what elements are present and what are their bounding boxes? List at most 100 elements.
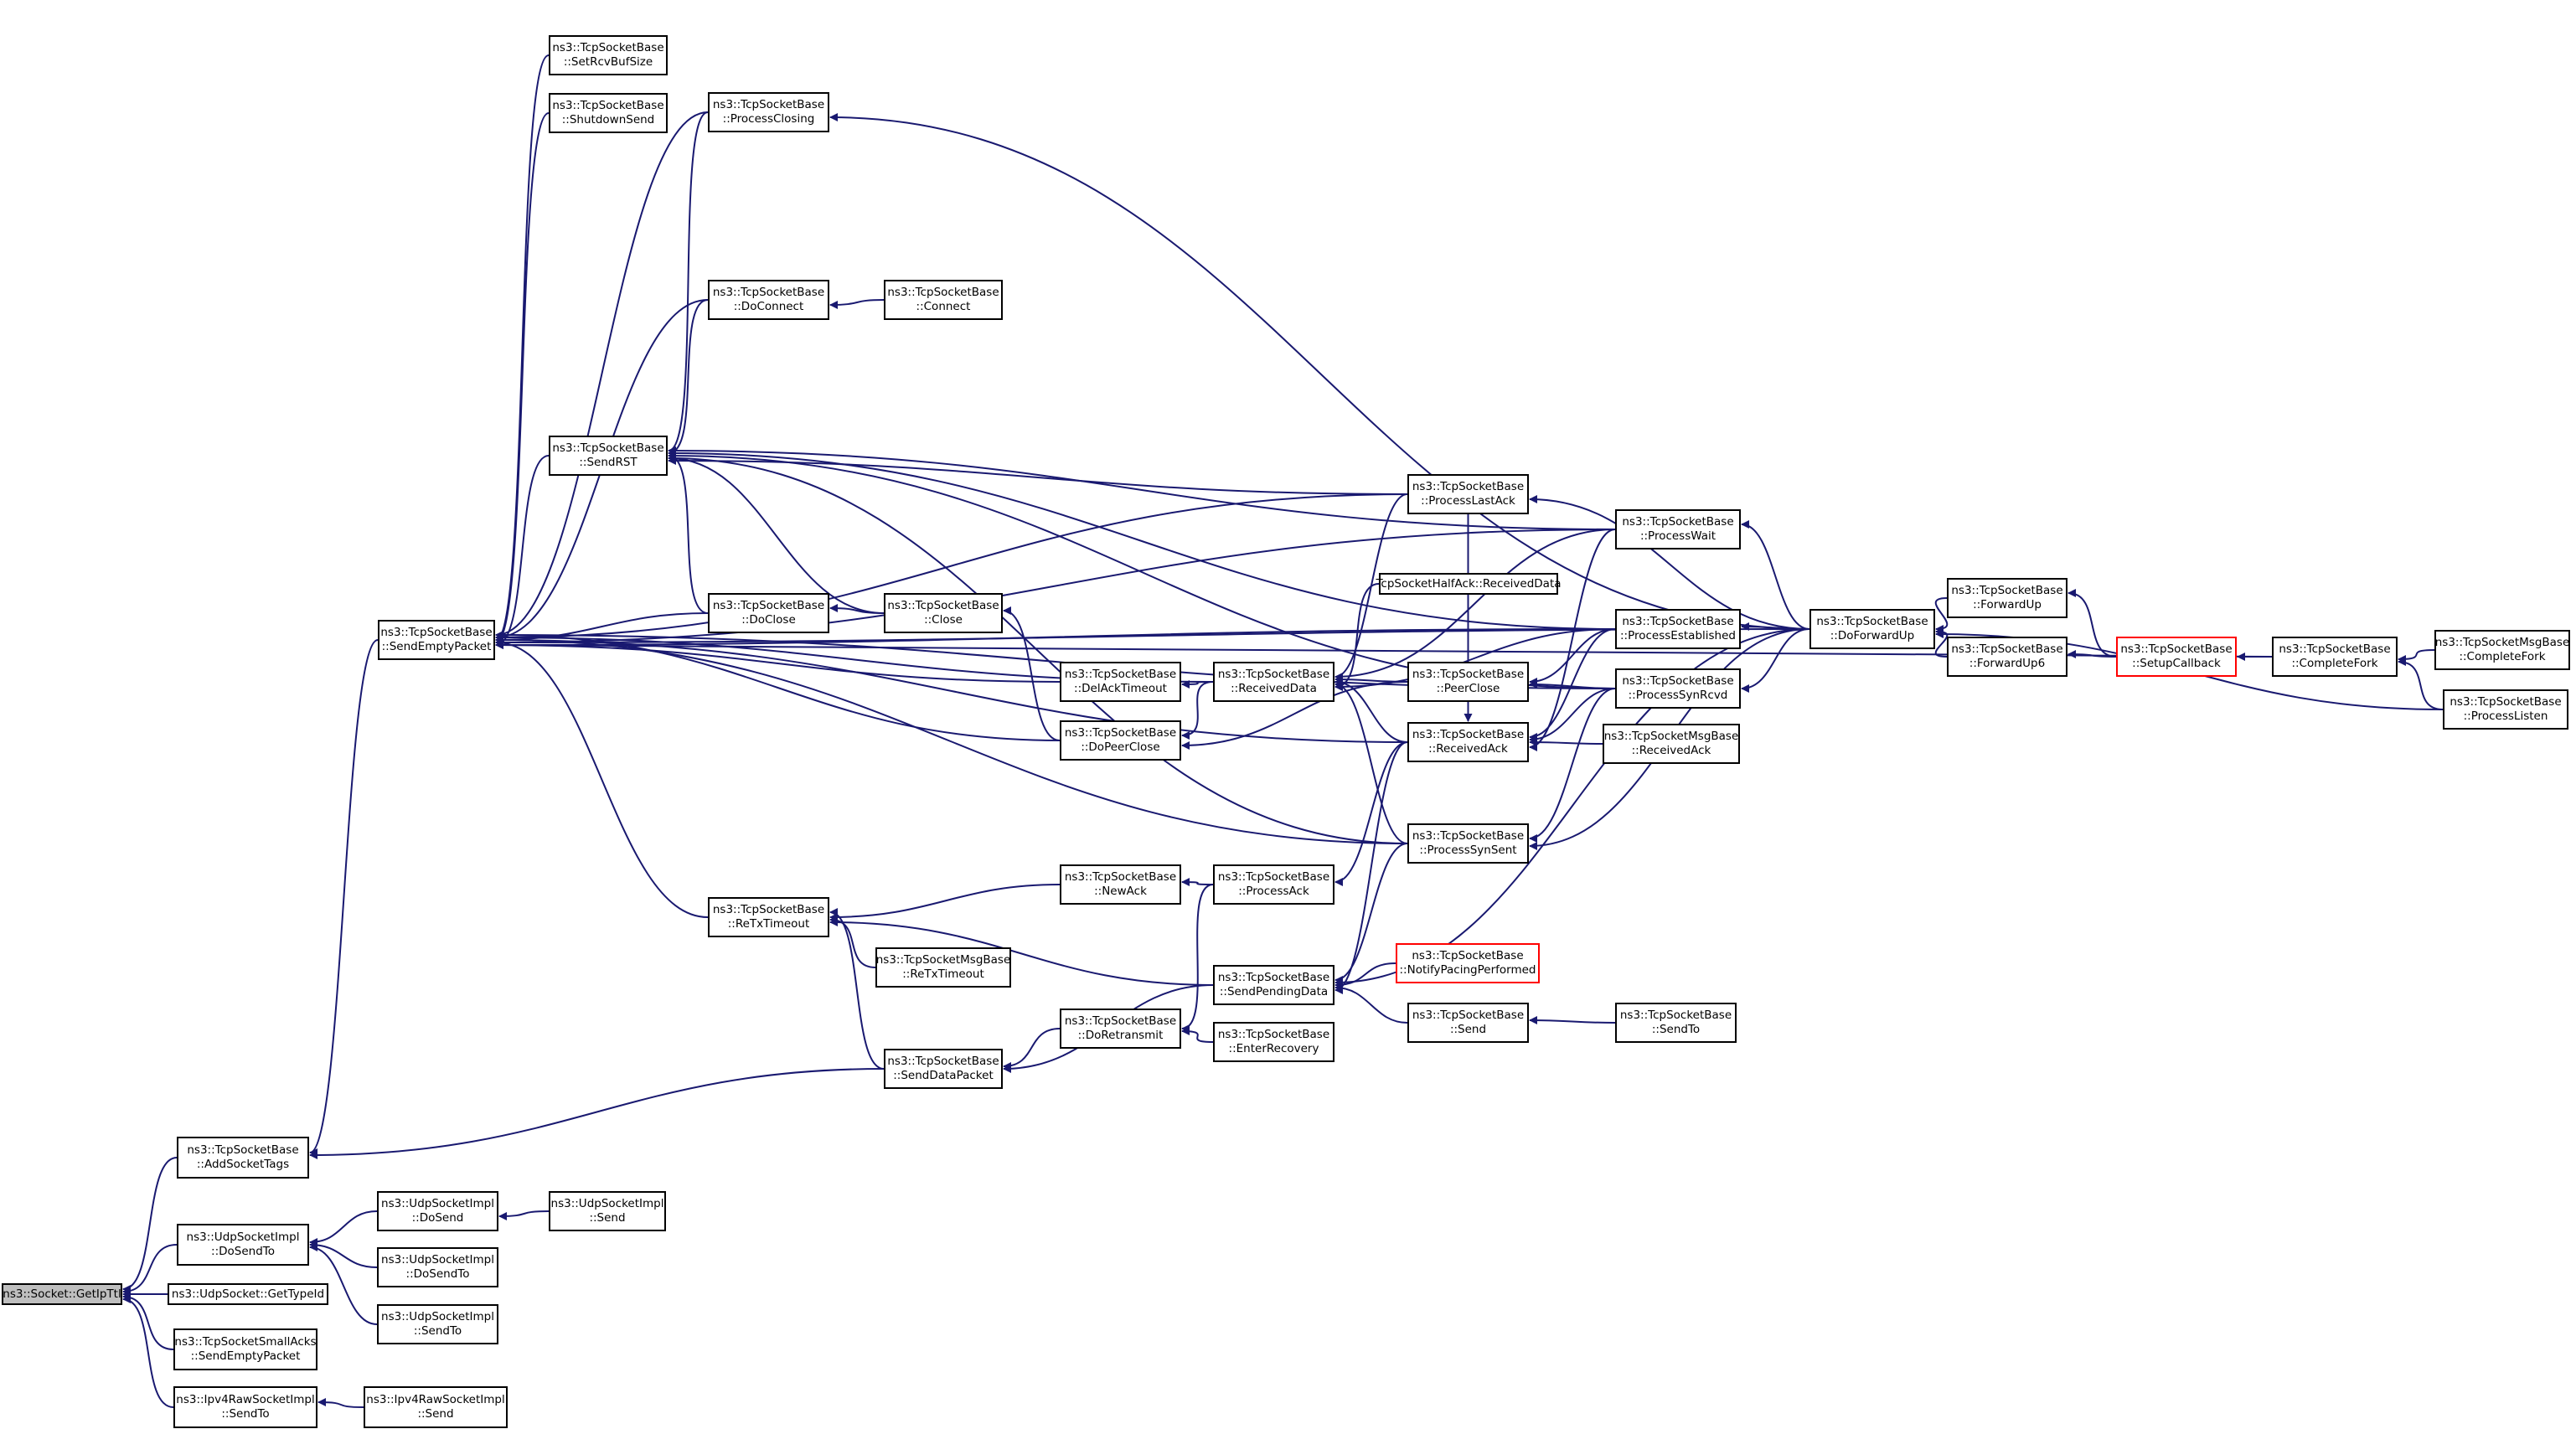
node-sublabel: ::DoPeerClose (1081, 740, 1160, 754)
node-processwait[interactable]: ns3::TcpSocketBase::ProcessWait (1615, 509, 1741, 549)
node-close[interactable]: ns3::TcpSocketBase::Close (884, 593, 1003, 633)
node-label: ns3::TcpSocketBase (1951, 584, 2063, 597)
node-label: TcpSocketHalfAck::ReceivedData (1376, 576, 1562, 591)
edge-processclosing-to-sendrst (668, 111, 709, 455)
node-processack[interactable]: ns3::TcpSocketBase::ProcessAck (1213, 864, 1334, 905)
node-shutdownsend[interactable]: ns3::TcpSocketBase::ShutdownSend (549, 93, 668, 133)
edge-tcp-send-to-sendpendingdata (1334, 983, 1408, 1024)
node-label: ns3::TcpSocketBase (1412, 480, 1525, 493)
node-label: ns3::TcpSocketBase (712, 286, 825, 299)
node-notifypacing[interactable]: ns3::TcpSocketBase::NotifyPacingPerforme… (1396, 943, 1540, 983)
node-doclose[interactable]: ns3::TcpSocketBase::DoClose (708, 593, 829, 633)
edge-receivedack-to-processack (1334, 741, 1408, 886)
node-completefork[interactable]: ns3::TcpSocketBase::CompleteFork (2272, 637, 2398, 677)
edge-processwait-to-sendemptypacket (495, 529, 1616, 647)
node-udp-send[interactable]: ns3::UdpSocketImpl::Send (549, 1191, 666, 1231)
node-processsynrcvd[interactable]: ns3::TcpSocketBase::ProcessSynRcvd (1615, 668, 1741, 709)
node-msg-completefork[interactable]: ns3::TcpSocketMsgBase::CompleteFork (2434, 630, 2570, 670)
node-label: ns3::TcpSocketBase (1064, 726, 1177, 740)
node-label: ns3::TcpSocketBase (2279, 642, 2391, 656)
node-label: ns3::TcpSocketBase (1412, 1009, 1525, 1022)
node-processclosing[interactable]: ns3::TcpSocketBase::ProcessClosing (708, 92, 829, 132)
node-udp-gettypeid[interactable]: ns3::UdpSocket::GetTypeId (168, 1283, 328, 1305)
node-label: ns3::TcpSocketBase (1622, 515, 1734, 529)
edge-close-to-sendrst (668, 454, 885, 614)
node-label: ns3::TcpSocketBase (887, 286, 999, 299)
node-newack[interactable]: ns3::TcpSocketBase::NewAck (1060, 864, 1181, 905)
node-sendpendingdata[interactable]: ns3::TcpSocketBase::SendPendingData (1213, 965, 1334, 1005)
node-label: ns3::TcpSocketBase (380, 626, 493, 639)
node-senddatapacket[interactable]: ns3::TcpSocketBase::SendDataPacket (884, 1049, 1003, 1089)
node-label: ns3::TcpSocketBase (552, 41, 664, 54)
node-tcp-sendto[interactable]: ns3::TcpSocketBase::SendTo (1615, 1003, 1737, 1043)
edge-smallacks-to-getipttl (122, 1292, 174, 1350)
node-processsynsent[interactable]: ns3::TcpSocketBase::ProcessSynSent (1407, 823, 1529, 864)
node-sublabel: ::CompleteFork (2459, 650, 2546, 663)
node-sublabel: ::SendPendingData (1219, 985, 1329, 998)
node-peerclose[interactable]: ns3::TcpSocketBase::PeerClose (1407, 662, 1529, 702)
node-label: ns3::UdpSocketImpl (550, 1197, 664, 1210)
edge-addsockettags-to-getipttl (122, 1157, 178, 1293)
node-processlastack[interactable]: ns3::TcpSocketBase::ProcessLastAck (1407, 474, 1529, 514)
edge-processsynsent-to-sendpendingdata (1334, 843, 1408, 984)
node-ipv4raw-send[interactable]: ns3::Ipv4RawSocketImpl::Send (364, 1386, 508, 1428)
node-doforwardup[interactable]: ns3::TcpSocketBase::DoForwardUp (1809, 609, 1935, 649)
node-processestablished[interactable]: ns3::TcpSocketBase::ProcessEstablished (1615, 609, 1741, 649)
node-processlisten[interactable]: ns3::TcpSocketBase::ProcessListen (2443, 689, 2568, 730)
node-ipv4raw-sendto[interactable]: ns3::Ipv4RawSocketImpl::SendTo (173, 1386, 317, 1428)
node-label: ns3::TcpSocketBase (1412, 668, 1525, 681)
node-halfack[interactable]: TcpSocketHalfAck::ReceivedData (1376, 573, 1562, 595)
node-label: ns3::UdpSocketImpl (186, 1230, 300, 1244)
node-setupcallback[interactable]: ns3::TcpSocketBase::SetupCallback (2116, 637, 2237, 677)
node-sublabel: ::ProcessWait (1639, 529, 1716, 543)
node-udp-dosendto2[interactable]: ns3::UdpSocketImpl::DoSendTo (377, 1247, 498, 1287)
node-sendrst[interactable]: ns3::TcpSocketBase::SendRST (549, 436, 668, 476)
node-delacktimeout[interactable]: ns3::TcpSocketBase::DelAckTimeout (1060, 662, 1181, 702)
node-doretransmit[interactable]: ns3::TcpSocketBase::DoRetransmit (1060, 1009, 1181, 1049)
node-msg-retxtimeout[interactable]: ns3::TcpSocketMsgBase::ReTxTimeout (875, 947, 1011, 988)
node-label: ns3::TcpSocketBase (2120, 642, 2233, 656)
edge-doforwardup-to-processlastack (1529, 495, 1810, 630)
node-sublabel: ::ReceivedAck (1428, 742, 1508, 756)
node-retxtimeout[interactable]: ns3::TcpSocketBase::ReTxTimeout (708, 897, 829, 937)
node-doconnect[interactable]: ns3::TcpSocketBase::DoConnect (708, 280, 829, 320)
edge-setrcvbufsize-to-sendemptypacket (495, 54, 550, 644)
node-udp-dosendto[interactable]: ns3::UdpSocketImpl::DoSendTo (177, 1224, 309, 1266)
edge-processlastack-to-sendemptypacket (495, 493, 1408, 642)
node-addsockettags[interactable]: ns3::TcpSocketBase::AddSocketTags (177, 1137, 309, 1179)
edge-udp-dosendto2-to-udp-dosendto (309, 1241, 378, 1268)
node-forwardup[interactable]: ns3::TcpSocketBase::ForwardUp (1947, 578, 2068, 618)
edge-processsynsent-to-sendrst (668, 454, 1408, 844)
node-label: ns3::TcpSocketBase (1064, 870, 1177, 884)
node-sublabel: ::ReceivedAck (1631, 744, 1711, 757)
node-label: ns3::TcpSocketBase (887, 1055, 999, 1068)
edge-dopeerclose-to-close (1003, 606, 1061, 741)
node-udp-dosend[interactable]: ns3::UdpSocketImpl::DoSend (377, 1191, 498, 1231)
edge-processclosing-to-sendemptypacket (495, 111, 709, 639)
node-enterrecovery[interactable]: ns3::TcpSocketBase::EnterRecovery (1213, 1022, 1334, 1062)
edge-setupcallback-to-forwardup (2068, 589, 2117, 658)
node-label: ns3::TcpSocketBase (1951, 642, 2063, 656)
node-setrcvbufsize[interactable]: ns3::TcpSocketBase::SetRcvBufSize (549, 35, 668, 75)
node-dopeerclose[interactable]: ns3::TcpSocketBase::DoPeerClose (1060, 720, 1181, 761)
node-tcp-send[interactable]: ns3::TcpSocketBase::Send (1407, 1003, 1529, 1043)
node-sublabel: ::SetupCallback (2132, 657, 2221, 670)
node-msg-receivedack[interactable]: ns3::TcpSocketMsgBase::ReceivedAck (1603, 724, 1740, 764)
node-forwardup6[interactable]: ns3::TcpSocketBase::ForwardUp6 (1947, 637, 2068, 677)
node-sublabel: ::CompleteFork (2291, 657, 2378, 670)
node-sublabel: ::ProcessLastAck (1421, 494, 1515, 508)
edge-doclose-to-sendrst (668, 451, 709, 614)
node-receiveddata[interactable]: ns3::TcpSocketBase::ReceivedData (1213, 662, 1334, 702)
node-receivedack[interactable]: ns3::TcpSocketBase::ReceivedAck (1407, 722, 1529, 762)
edge-processack-to-newack (1181, 878, 1214, 887)
node-sendemptypacket[interactable]: ns3::TcpSocketBase::SendEmptyPacket (378, 620, 495, 660)
edge-processestablished-to-sendrst (668, 449, 1616, 630)
node-label: ns3::TcpSocketBase (1217, 971, 1330, 984)
edge-delacktimeout-to-sendemptypacket (495, 641, 1061, 683)
node-smallacks[interactable]: ns3::TcpSocketSmallAcks::SendEmptyPacket (173, 1328, 317, 1370)
node-udp-sendto[interactable]: ns3::UdpSocketImpl::SendTo (377, 1304, 498, 1344)
node-sublabel: ::ProcessClosing (722, 112, 815, 126)
node-sublabel: ::SendEmptyPacket (381, 640, 492, 653)
node-connect[interactable]: ns3::TcpSocketBase::Connect (884, 280, 1003, 320)
edge-doforwardup-to-processclosing (829, 113, 1810, 630)
